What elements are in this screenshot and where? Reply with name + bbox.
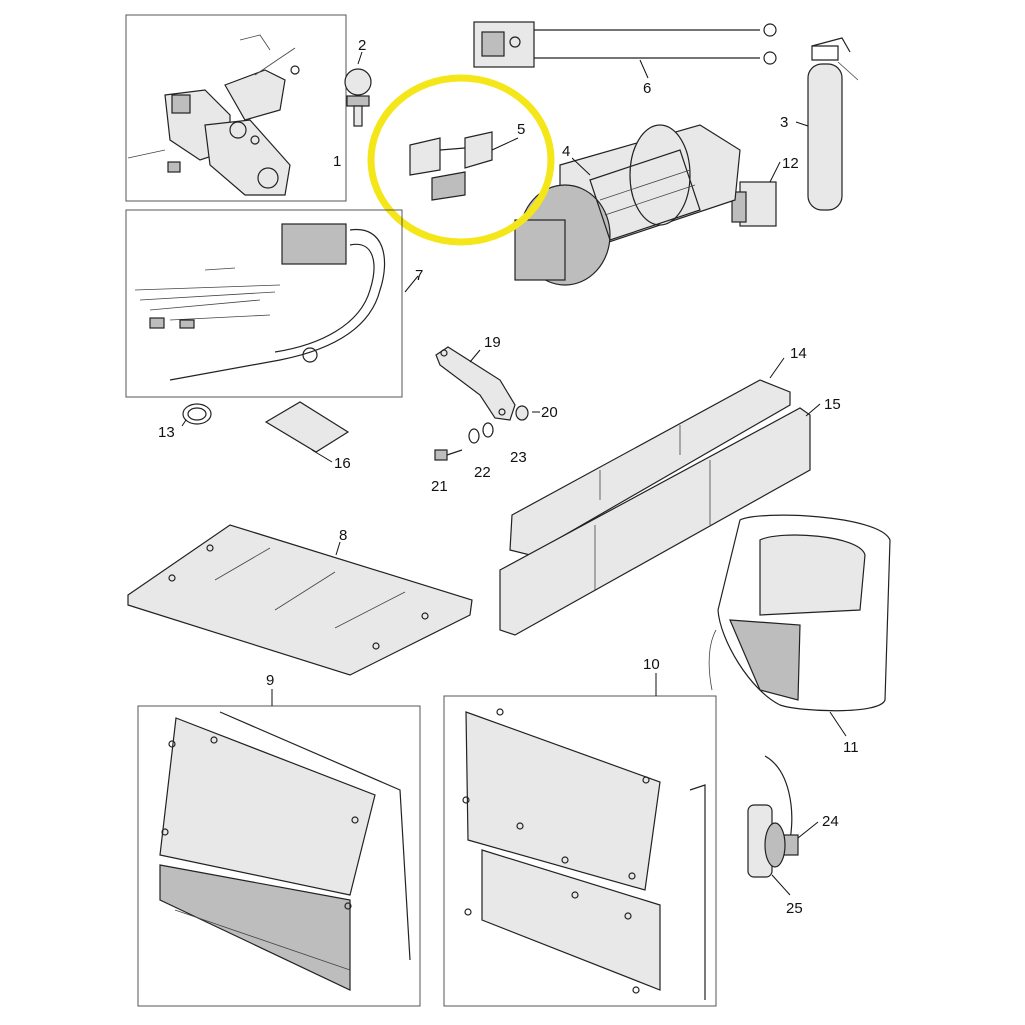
callout-12: 12 — [782, 155, 799, 172]
part-25-light — [747, 804, 791, 896]
callout-20: 20 — [541, 404, 558, 421]
callout-5: 5 — [517, 121, 525, 138]
callout-4: 4 — [562, 143, 570, 160]
part-5-receiver-bracket — [409, 131, 519, 201]
callout-15: 15 — [824, 396, 841, 413]
part-22-washer — [468, 428, 480, 444]
part-1-hitch-assembly — [125, 14, 347, 202]
part-8-roof-panel — [127, 524, 473, 676]
callout-23: 23 — [510, 449, 527, 466]
part-19-bracket — [435, 346, 516, 421]
part-14-side-panel — [509, 357, 791, 556]
highlight-circle — [367, 74, 555, 246]
part-11-door-frame — [708, 514, 891, 737]
part-20-washer — [515, 405, 540, 421]
callout-10: 10 — [643, 656, 660, 673]
part-13-clamp — [181, 403, 212, 427]
callout-1: 1 — [333, 153, 341, 170]
part-15-side-panel — [499, 403, 821, 636]
part-3-fire-extinguisher — [795, 37, 859, 211]
part-12-winch-switch — [731, 161, 781, 227]
callout-21: 21 — [431, 478, 448, 495]
callout-3: 3 — [780, 114, 788, 131]
callout-2: 2 — [358, 37, 366, 54]
part-4-winch — [514, 124, 741, 286]
callout-22: 22 — [474, 464, 491, 481]
part-16-mounting-plate — [264, 401, 350, 463]
callout-8: 8 — [339, 527, 347, 544]
part-10-rear-panel — [443, 673, 717, 1007]
callout-14: 14 — [790, 345, 807, 362]
part-23-washer — [482, 422, 494, 438]
callout-9: 9 — [266, 672, 274, 689]
callout-25: 25 — [786, 900, 803, 917]
part-2-hitch-ball — [344, 51, 372, 127]
callout-24: 24 — [822, 813, 839, 830]
callout-11: 11 — [843, 739, 859, 756]
callout-19: 19 — [484, 334, 501, 351]
part-9-windshield — [137, 689, 421, 1007]
callout-16: 16 — [334, 455, 351, 472]
part-21-bolt — [434, 449, 463, 461]
callout-13: 13 — [158, 424, 175, 441]
callout-labels: 1 2 3 4 5 6 7 8 9 10 11 12 13 14 15 16 1… — [158, 37, 859, 917]
part-7-wiring-harness — [125, 209, 419, 398]
part-6-winch-cables — [473, 21, 777, 79]
callout-7: 7 — [415, 267, 423, 284]
callout-6: 6 — [643, 80, 651, 97]
